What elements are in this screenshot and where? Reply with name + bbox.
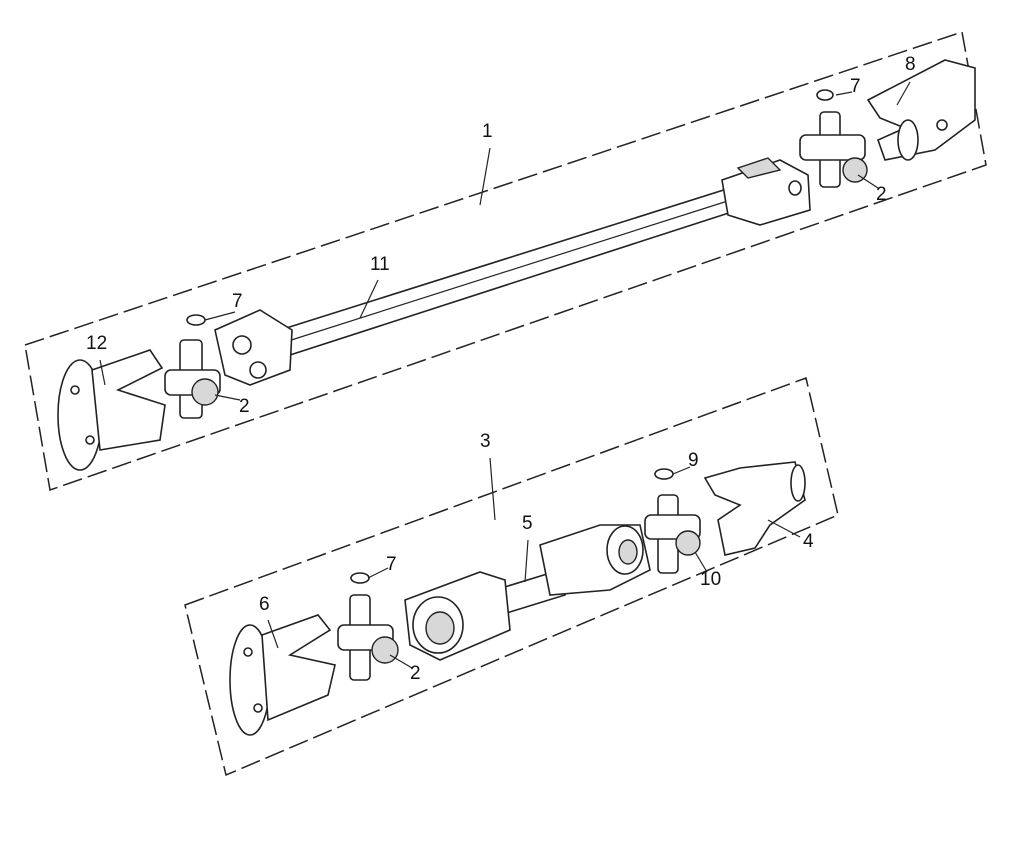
bottom-right-sleeve-yoke [539, 524, 651, 596]
callout-7-bottom: 7 [386, 554, 397, 575]
bottom-right-yoke [703, 461, 806, 556]
callout-9: 9 [688, 450, 699, 471]
callout-2-bottom: 2 [410, 663, 421, 684]
bottom-left-circlip [350, 572, 370, 584]
top-left-flange-yoke [57, 349, 166, 471]
top-left-circlip [186, 314, 206, 326]
top-right-shaft-yoke [721, 157, 811, 226]
top-right-circlip [816, 89, 834, 101]
callout-8: 8 [905, 54, 916, 75]
callout-10: 10 [700, 569, 722, 590]
bottom-right-circlip [654, 468, 674, 480]
bottom-left-flange-yoke [229, 614, 336, 736]
callout-2-top-right: 2 [876, 184, 887, 205]
top-left-shaft-yoke [214, 309, 293, 386]
callout-1: 1 [482, 121, 493, 142]
bottom-right-spider [644, 494, 701, 574]
top-right-flange-yoke [866, 59, 976, 161]
top-right-spider [799, 111, 868, 188]
callout-7-top-right: 7 [850, 76, 861, 97]
callout-12: 12 [86, 333, 108, 354]
top-assembly-boundary [24, 31, 987, 491]
callout-4: 4 [803, 531, 814, 552]
callout-7-top-left: 7 [232, 291, 243, 312]
bottom-assembly-boundary [184, 377, 839, 777]
callout-6: 6 [259, 594, 270, 615]
bottom-left-slip-yoke [404, 571, 511, 661]
leader-lines [99, 81, 911, 669]
bottom-left-spider [337, 594, 399, 681]
callout-5: 5 [522, 513, 533, 534]
callout-3: 3 [480, 431, 491, 452]
top-left-spider [164, 339, 221, 419]
callout-2-top-left: 2 [239, 396, 250, 417]
callout-11: 11 [370, 254, 390, 275]
